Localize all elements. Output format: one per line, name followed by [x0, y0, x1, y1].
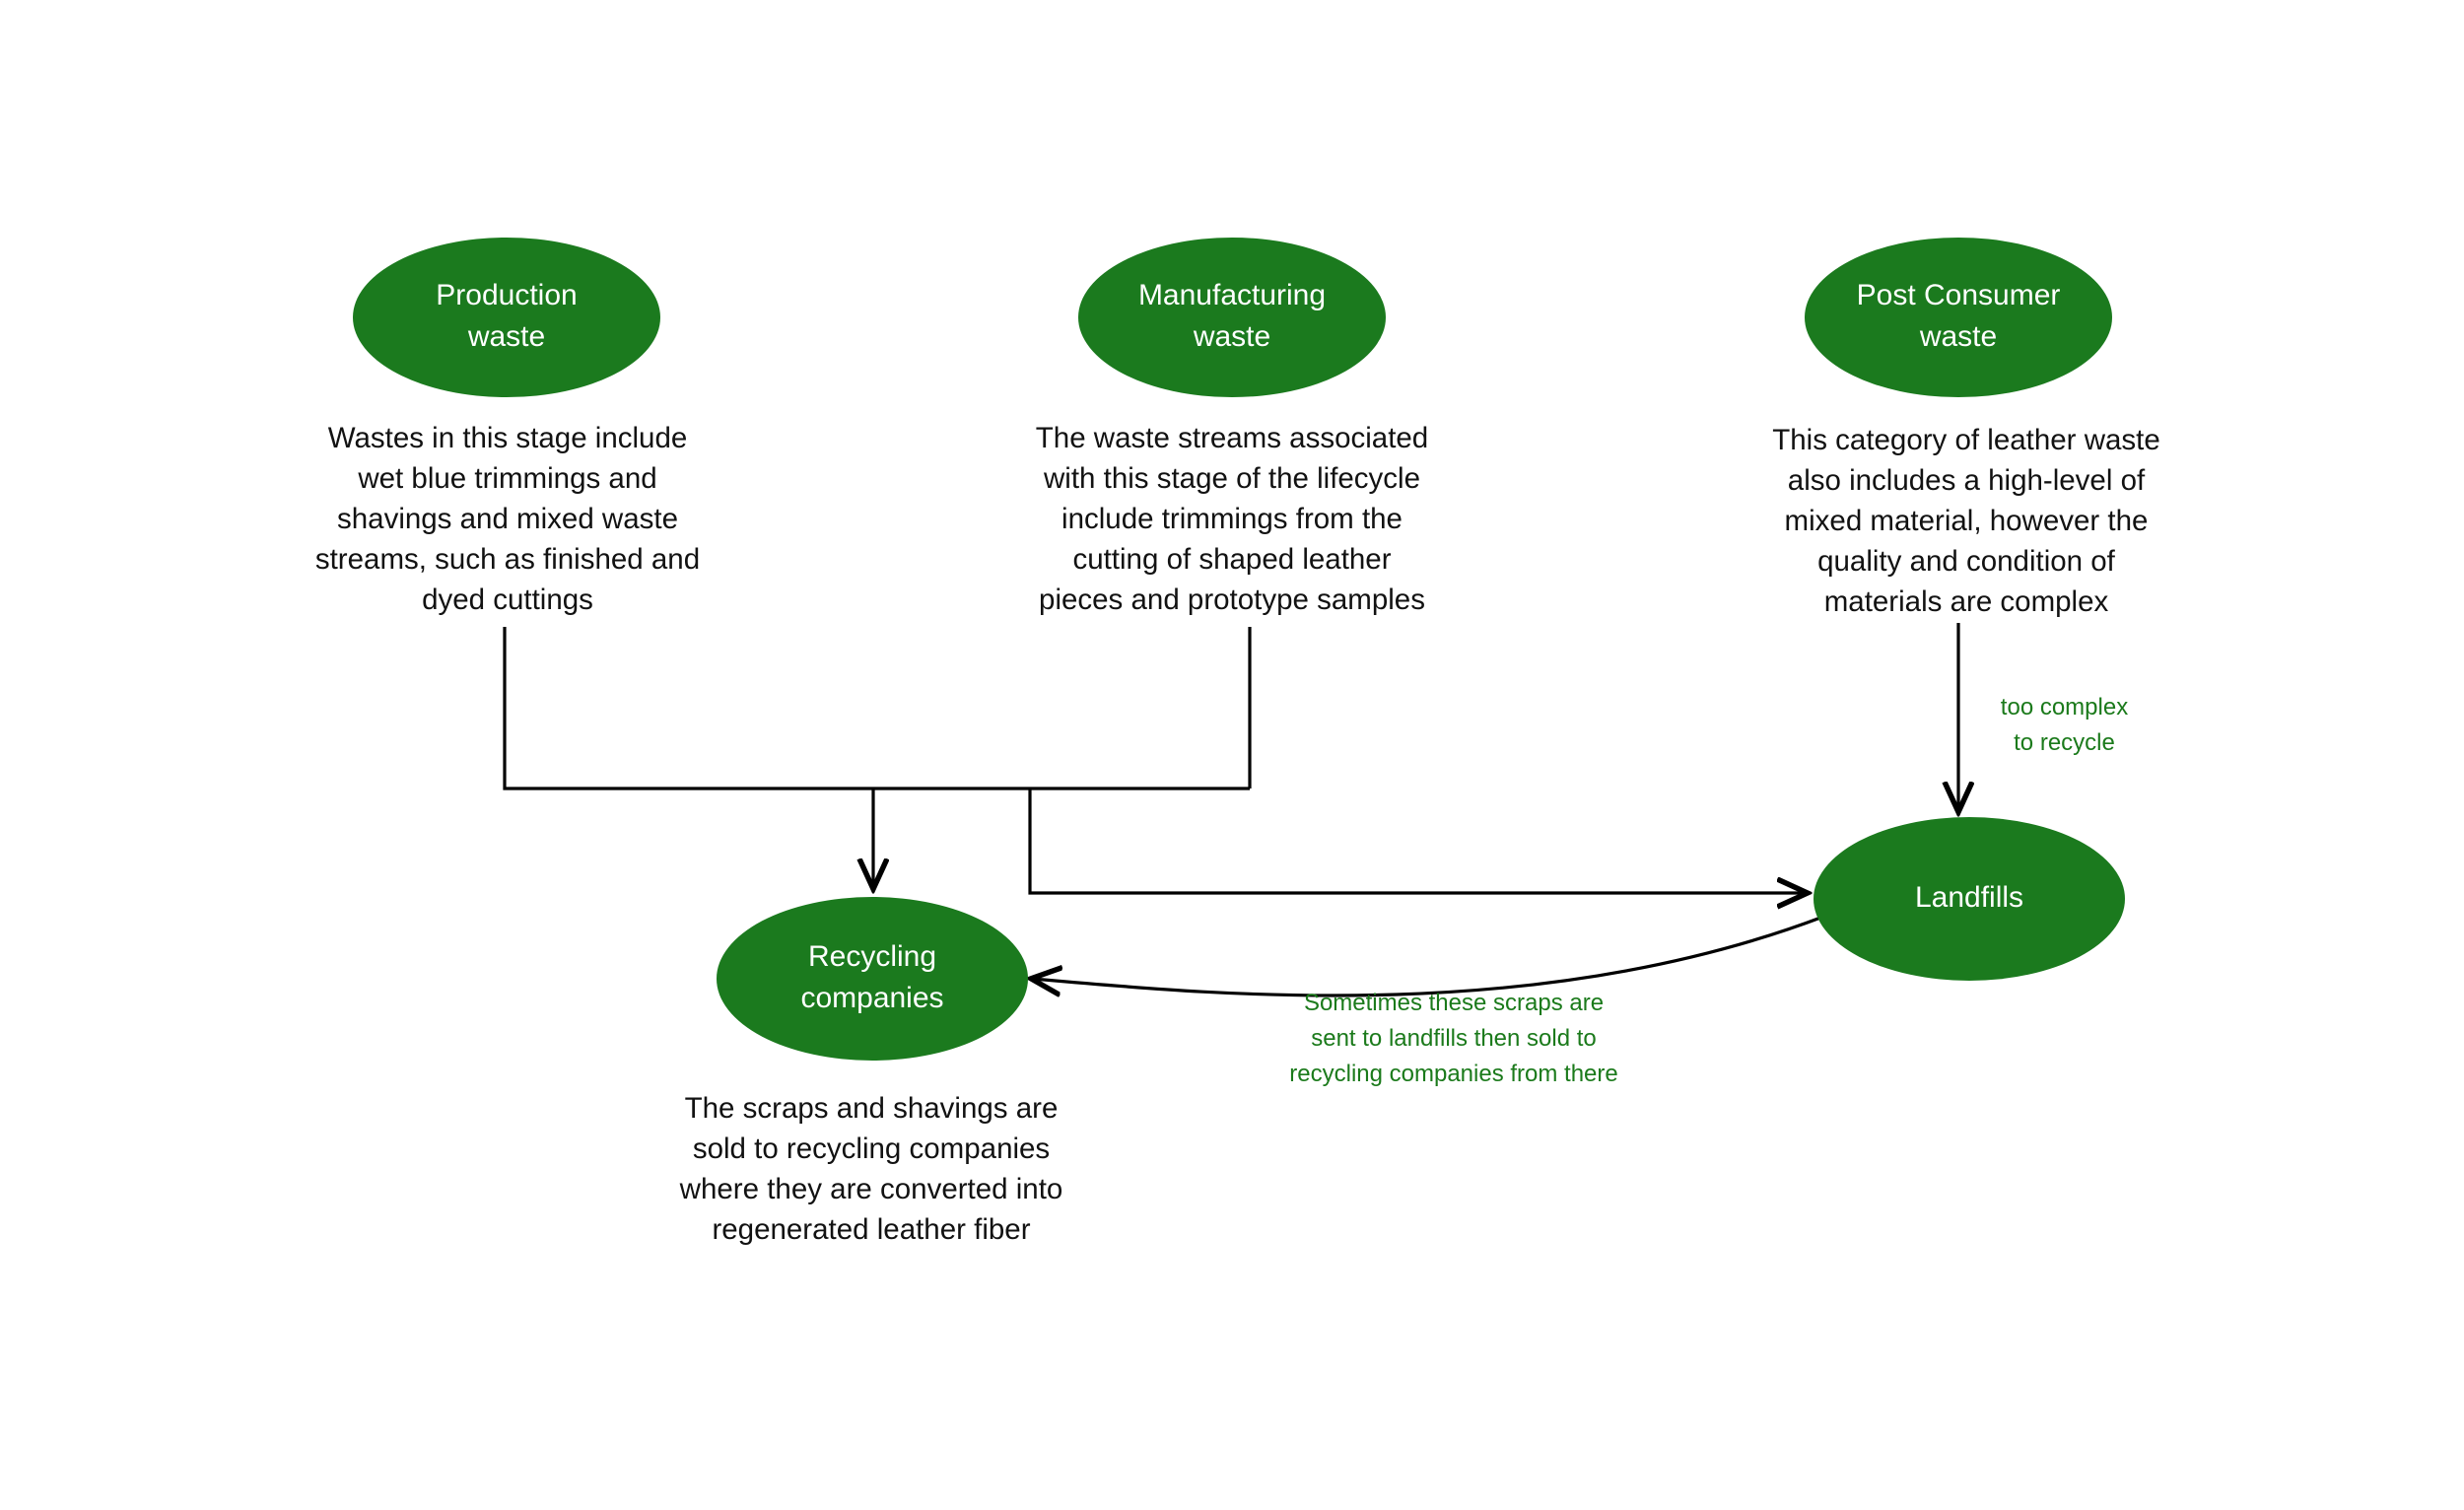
- node-post-consumer-waste[interactable]: Post Consumer waste: [1805, 238, 2112, 397]
- node-label-post-consumer-waste-line2: waste: [1919, 320, 1997, 353]
- production-waste-description: Wastes in this stage include wet blue tr…: [314, 422, 701, 616]
- node-label-landfills-line1: Landfills: [1915, 881, 2023, 914]
- node-ellipse-landfills[interactable]: [1814, 817, 2125, 981]
- node-label-production-waste-line2: waste: [467, 320, 545, 353]
- landfill-to-recycling-label: Sometimes these scraps are sent to landf…: [1289, 990, 1618, 1087]
- connector-landfills-to-recycling-curve: [1033, 915, 1824, 997]
- node-ellipse-production-waste[interactable]: [353, 238, 660, 397]
- post-consumer-waste-description: This category of leather waste also incl…: [1772, 424, 2160, 618]
- node-label-recycling-companies-line1: Recycling: [808, 940, 936, 973]
- node-ellipse-manufacturing-waste[interactable]: [1078, 238, 1386, 397]
- node-label-post-consumer-waste-line1: Post Consumer: [1857, 279, 2061, 311]
- node-label-manufacturing-waste-line2: waste: [1193, 320, 1270, 353]
- node-production-waste[interactable]: Production waste: [353, 238, 660, 397]
- connectors-group: [503, 623, 1958, 997]
- connector-production-to-merge-bar: [503, 627, 1250, 790]
- node-label-production-waste-line1: Production: [436, 279, 577, 311]
- node-landfills[interactable]: Landfills: [1814, 817, 2125, 981]
- node-manufacturing-waste[interactable]: Manufacturing waste: [1078, 238, 1386, 397]
- node-recycling-companies[interactable]: Recycling companies: [717, 897, 1028, 1061]
- node-ellipse-recycling-companies[interactable]: [717, 897, 1028, 1061]
- manufacturing-waste-description: The waste streams associated with this s…: [1035, 422, 1429, 616]
- connector-merge-bar-to-landfills: [1028, 789, 1806, 893]
- node-label-recycling-companies-line2: companies: [800, 982, 943, 1014]
- too-complex-to-recycle-label: too complex to recycle: [2000, 694, 2129, 756]
- node-label-manufacturing-waste-line1: Manufacturing: [1138, 279, 1326, 311]
- node-ellipse-post-consumer-waste[interactable]: [1805, 238, 2112, 397]
- recycling-companies-description: The scraps and shavings are sold to recy…: [679, 1092, 1063, 1246]
